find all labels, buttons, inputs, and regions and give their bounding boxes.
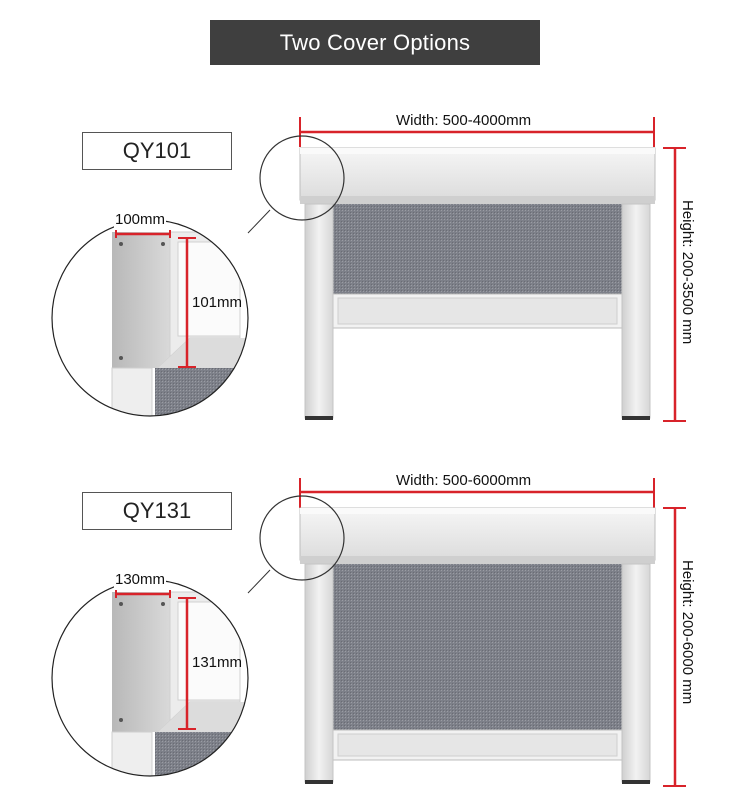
option-1-illustration	[51, 117, 686, 422]
right-post	[621, 563, 651, 783]
detail-highlight-circle	[259, 495, 345, 581]
left-post	[304, 203, 334, 419]
detail-height-label: 131mm	[192, 654, 243, 671]
left-post	[304, 563, 334, 783]
model-label-qy131: QY131	[82, 492, 232, 530]
cassette-box	[299, 147, 656, 201]
page-title: Two Cover Options	[210, 20, 540, 65]
height-label: Height: 200-6000 mm	[679, 560, 696, 705]
option-2-illustration	[51, 478, 686, 787]
detail-highlight-circle	[259, 135, 345, 221]
height-label: Height: 200-3500 mm	[679, 200, 696, 345]
detail-connector	[247, 209, 271, 234]
width-label: Width: 500-4000mm	[396, 112, 532, 129]
width-label: Width: 500-6000mm	[396, 472, 532, 489]
detail-width-label: 130mm	[114, 571, 167, 588]
detail-height-label: 101mm	[192, 294, 243, 311]
right-post	[621, 203, 651, 419]
screen-fabric	[333, 204, 622, 294]
screen-fabric	[333, 564, 622, 730]
model-label-qy101: QY101	[82, 132, 232, 170]
detail-width-label: 100mm	[114, 211, 167, 228]
cassette-box	[299, 507, 656, 561]
